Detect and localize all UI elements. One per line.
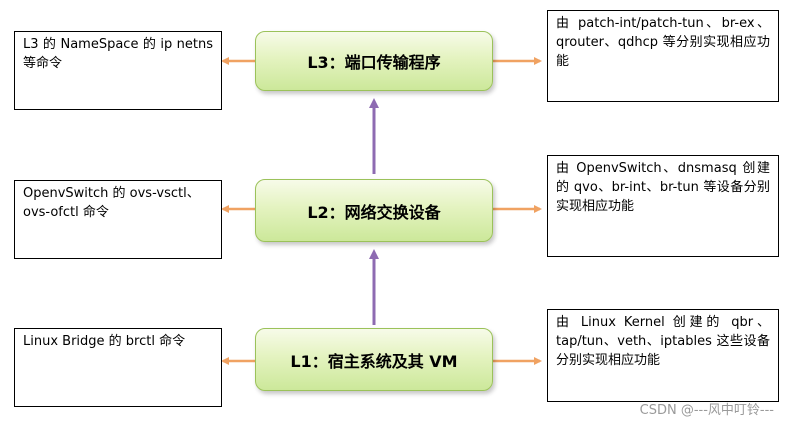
left-note-l2: OpenvSwitch 的 ovs-vsctl、ovs-ofctl 命令 xyxy=(14,180,222,259)
left-note-l1: Linux Bridge 的 brctl 命令 xyxy=(14,328,222,407)
level-l2-box: L2：网络交换设备 xyxy=(255,179,493,242)
right-note-l3-text: 由 patch-int/patch-tun、br-ex、qrouter、qdhc… xyxy=(556,16,770,69)
left-note-l3: L3 的 NameSpace 的 ip netns 等命令 xyxy=(14,31,222,110)
level-l2-label: L2：网络交换设备 xyxy=(307,202,441,222)
right-note-l1-text: 由 Linux Kernel 创建的 qbr、tap/tun、veth、ipta… xyxy=(556,315,770,368)
right-note-l1: 由 Linux Kernel 创建的 qbr、tap/tun、veth、ipta… xyxy=(547,309,779,402)
right-note-l2: 由 OpenvSwitch、dnsmasq 创建的 qvo、br-int、br-… xyxy=(547,155,779,257)
watermark: CSDN @---风中叮铃--- xyxy=(639,403,774,418)
left-note-l1-text: Linux Bridge 的 brctl 命令 xyxy=(23,334,186,349)
level-l3-label: L3：端口传输程序 xyxy=(307,53,441,72)
right-note-l2-text: 由 OpenvSwitch、dnsmasq 创建的 qvo、br-int、br-… xyxy=(556,161,770,214)
level-l1-box: L1：宿主系统及其 VM xyxy=(255,328,493,391)
left-note-l2-text: OpenvSwitch 的 ovs-vsctl、ovs-ofctl 命令 xyxy=(23,186,200,220)
left-note-l3-text: L3 的 NameSpace 的 ip netns 等命令 xyxy=(23,37,213,71)
level-l1-label: L1：宿主系统及其 VM xyxy=(290,351,458,371)
right-note-l3: 由 patch-int/patch-tun、br-ex、qrouter、qdhc… xyxy=(547,10,779,102)
level-l3-box: L3：端口传输程序 xyxy=(255,31,493,91)
